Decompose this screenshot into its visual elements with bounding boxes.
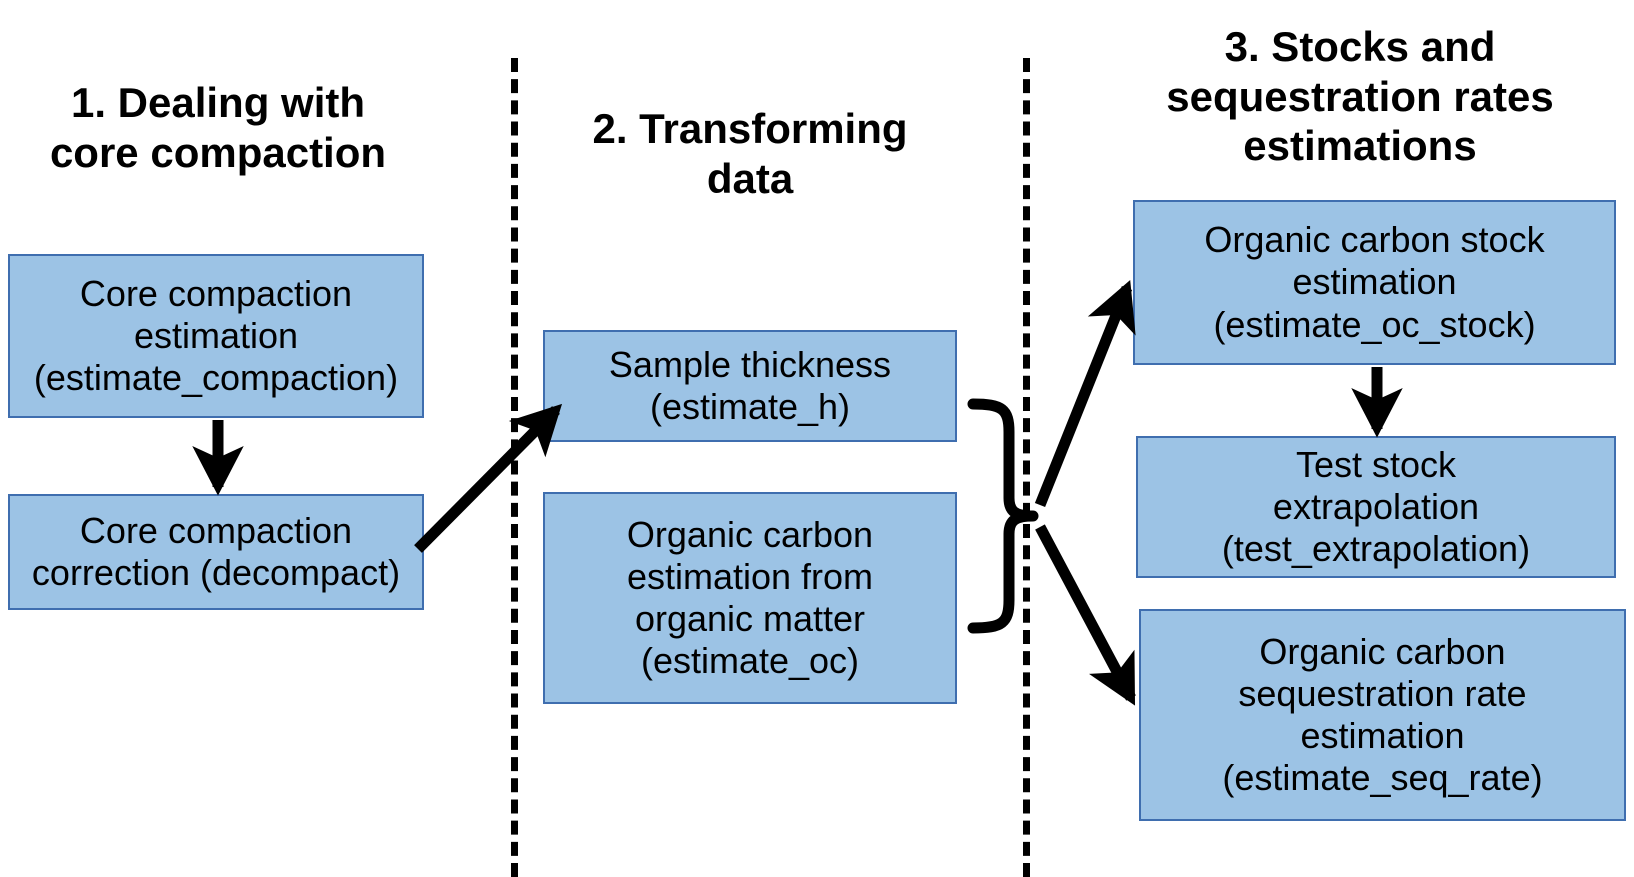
box-estimate-seq-rate[interactable]: Organic carbon sequestration rate estima… — [1139, 609, 1626, 821]
box-estimate-compaction[interactable]: Core compaction estimation (estimate_com… — [8, 254, 424, 418]
arrow-decompact-to-estimate-h — [414, 403, 563, 553]
arrow-brace-to-oc-stock — [1034, 280, 1136, 508]
column-2-heading: 2. Transforming data — [592, 105, 908, 202]
box-decompact[interactable]: Core compaction correction (decompact) — [8, 494, 424, 610]
box-test-extrapolation[interactable]: Test stock extrapolation (test_extrapola… — [1136, 436, 1616, 578]
box-estimate-oc-stock[interactable]: Organic carbon stock estimation (estimat… — [1133, 200, 1616, 365]
box-estimate-oc[interactable]: Organic carbon estimation from organic m… — [543, 492, 957, 704]
column-3-heading: 3. Stocks and sequestration rates estima… — [1166, 23, 1554, 170]
column-divider-1 — [511, 58, 518, 877]
arrow-brace-to-seq-rate — [1035, 524, 1136, 706]
column-1-heading: 1. Dealing with core compaction — [49, 79, 387, 176]
box-estimate-h[interactable]: Sample thickness (estimate_h) — [543, 330, 957, 442]
column-divider-2 — [1023, 58, 1030, 877]
